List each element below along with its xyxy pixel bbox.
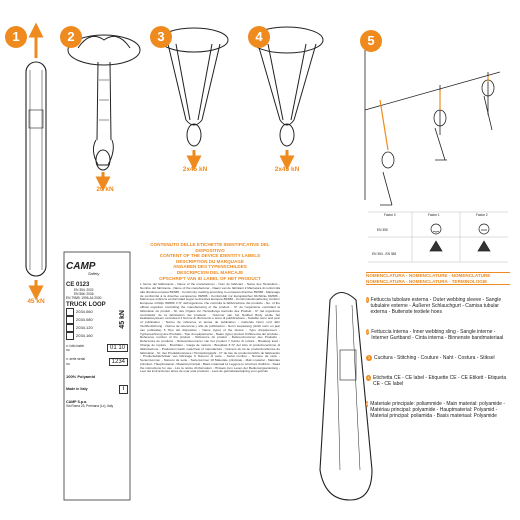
brand-logo: CAMP bbox=[66, 261, 96, 272]
nomenclature-text: Materiale principale: poliammide - Main … bbox=[370, 401, 506, 420]
nomenclature-number: 3 bbox=[366, 355, 372, 362]
factor-0: Factor 0 bbox=[384, 213, 396, 217]
nomenclature-item: 3 Cucitura - Stitching - Couture - Naht … bbox=[366, 355, 510, 362]
nomenclature-text: Fettuccia tubolare esterna - Outer webbi… bbox=[370, 297, 502, 316]
content-heading-5: DESCRIPCION DEL MARCAJE bbox=[176, 269, 244, 275]
step-3-badge: 3 bbox=[150, 26, 172, 48]
label-card: CAMP Safety CE 0123 EN 354: 2002 EN 566:… bbox=[66, 262, 128, 408]
strength-top: 20 kN bbox=[96, 186, 114, 193]
nomenclature-number: 4 bbox=[366, 375, 371, 382]
code-checkbox bbox=[66, 332, 74, 341]
nomenclature-item: 2 Fettuccia interna - Inner webbing slin… bbox=[366, 329, 510, 341]
factor-2: Factor 2 bbox=[476, 213, 488, 217]
code-item: 2034.120 bbox=[76, 325, 93, 331]
factor-1: Factor 1 bbox=[428, 213, 440, 217]
code-checkbox bbox=[66, 308, 74, 317]
step-2-badge: 2 bbox=[60, 26, 82, 48]
made-in: Made in Italy bbox=[66, 387, 88, 392]
nomenclature-number: 2 bbox=[366, 329, 370, 336]
info-icon: i bbox=[119, 384, 128, 394]
company: CAMP S.p.a. bbox=[66, 399, 88, 404]
nomenclature-text: Fettuccia interna - Inner webbing sling … bbox=[371, 329, 504, 342]
nomenclature-text: Cucitura - Stitching - Couture - Naht - … bbox=[374, 355, 495, 362]
product-name: TRUCK LOOP bbox=[66, 302, 106, 309]
code-item: 2034.080 bbox=[76, 317, 93, 323]
content-heading-6: OPSCHRIFT VAN ID LABEL OF HET PRODUCT bbox=[159, 275, 261, 281]
standard-3: EN 795/B: 1996-A1:2000 bbox=[66, 296, 102, 301]
content-block: CONTENUTO DELLE ETICHETTE IDENTIFICATIVE… bbox=[140, 242, 280, 374]
nomenclature-heading-2: NOMENCLATURA - NOMENCLATURA - TERMINOLOG… bbox=[366, 279, 510, 286]
content-body: 1 Nome del fabbricante - Name of the man… bbox=[140, 282, 280, 374]
content-heading-4: ANGABEN DES TYPENSCHILDES bbox=[173, 264, 247, 270]
code-checkbox bbox=[66, 324, 74, 333]
nomenclature-block: NOMENCLATURA - NOMENCLATURE - NOMENCLATU… bbox=[366, 272, 510, 419]
factor-en-a: EN 355 bbox=[377, 228, 388, 232]
content-heading-3: DESCRIPTION DU MARQUAGE bbox=[176, 258, 244, 264]
material: 100% Polyamid bbox=[66, 373, 96, 379]
panel-1-sling bbox=[25, 61, 47, 277]
lot-value: 01 10 bbox=[106, 344, 128, 353]
code-list: 2034.060 2034.080 2034.120 2034.160 bbox=[66, 308, 128, 341]
step-4-badge: 4 bbox=[248, 26, 270, 48]
strength-two-a: 2x45 kN bbox=[182, 166, 208, 173]
content-heading-1: CONTENUTO DELLE ETICHETTE IDENTIFICATIVE… bbox=[150, 242, 270, 253]
panel-3-basket bbox=[159, 27, 229, 147]
content-heading-2: CONTENT OF THE DEVICE IDENTITY LABELS bbox=[159, 253, 261, 259]
factor-table-lines bbox=[368, 211, 508, 263]
step-5-badge: 5 bbox=[360, 30, 382, 52]
nomenclature-number: 1 bbox=[366, 297, 369, 304]
serial-value: 1234 bbox=[108, 357, 128, 366]
nomenclature-heading-1: NOMENCLATURA - NOMENCLATURE - NOMENCLATU… bbox=[366, 272, 510, 279]
ce-mark: CE 0123 bbox=[66, 282, 90, 288]
side-strength: 45 kN bbox=[119, 310, 126, 329]
serial-label: n. serie serial no. bbox=[66, 357, 85, 366]
lot-label: n. lotto batch no. bbox=[66, 344, 85, 353]
standard-1: EN 354: 2002 bbox=[74, 288, 94, 292]
nomenclature-item: 1 Fettuccia tubolare esterna - Outer web… bbox=[366, 297, 510, 315]
nomenclature-item: 5 Materiale principale: poliammide - Mai… bbox=[366, 401, 510, 419]
panel-5-fall-factor bbox=[364, 45, 501, 206]
step-1-badge: 1 bbox=[5, 26, 27, 48]
label-card-border bbox=[63, 251, 131, 501]
standard-2: EN 566: 2006 bbox=[74, 292, 94, 297]
brand-sub: Safety bbox=[88, 271, 100, 276]
strength-two-b: 2x45 kN bbox=[274, 166, 300, 173]
code-item: 2034.060 bbox=[76, 309, 93, 315]
nomenclature-number: 5 bbox=[366, 401, 369, 408]
nomenclature-item: 4 Etichetta CE - CE label - Etiquette CE… bbox=[366, 375, 510, 387]
panel-2-hitch bbox=[67, 34, 141, 171]
nomenclature-text: Etichetta CE - CE label - Etiquette CE -… bbox=[372, 375, 507, 388]
factor-en-b: EN 354 - EN 358 bbox=[372, 252, 397, 256]
strength-bottom: 45 kN bbox=[27, 298, 45, 305]
nomenclature-sling bbox=[319, 291, 373, 501]
address: Via Roma 23, Premana (Lc), Italy bbox=[66, 403, 114, 408]
code-item: 2034.160 bbox=[76, 333, 93, 339]
code-checkbox bbox=[66, 316, 74, 325]
factor-icons bbox=[429, 223, 491, 252]
